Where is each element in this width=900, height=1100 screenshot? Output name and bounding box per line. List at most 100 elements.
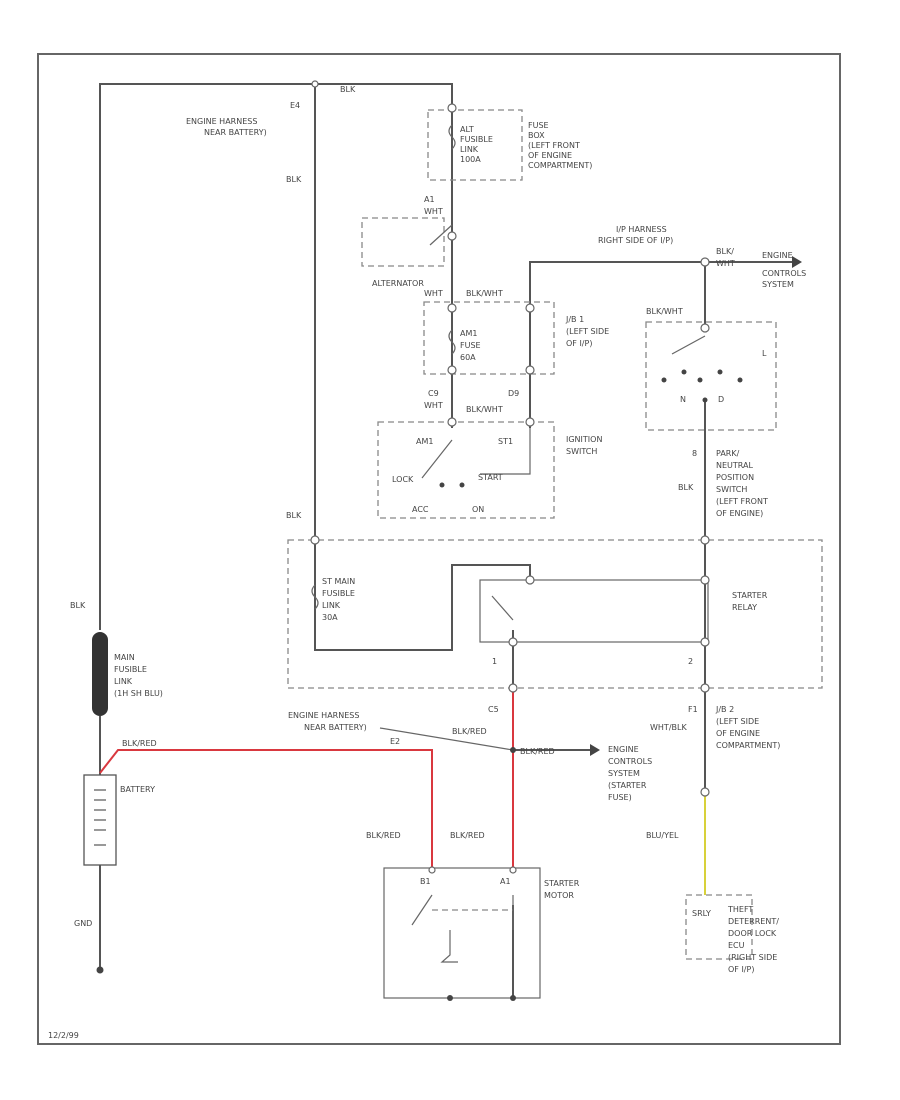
label-pnp-5: (LEFT FRONT — [716, 497, 768, 506]
label-blk-left: BLK — [286, 175, 302, 184]
label-engine-controls-1: ENGINE — [762, 251, 793, 260]
labels: BLK E4 ENGINE HARNESS NEAR BATTERY) BLK … — [48, 85, 806, 1040]
label-am1-1: AM1 — [460, 329, 477, 338]
label-ign-sw-2: SWITCH — [566, 447, 597, 456]
label-pnp-d: D — [718, 395, 724, 404]
label-st-main-4: 30A — [322, 613, 338, 622]
label-pnp-n: N — [680, 395, 686, 404]
label-st1: ST1 — [498, 437, 513, 446]
label-ign-sw-1: IGNITION — [566, 435, 602, 444]
ignition-switch-outline — [377, 421, 555, 519]
arrow-ecs-starter — [590, 744, 600, 756]
label-wht-2: WHT — [424, 289, 443, 298]
label-ecs-starter-1: ENGINE — [608, 745, 639, 754]
label-engine-controls-2: CONTROLS — [762, 269, 806, 278]
label-blk-wht-1: BLK/WHT — [466, 289, 503, 298]
label-lock: LOCK — [392, 475, 414, 484]
label-am1-sw: AM1 — [416, 437, 433, 446]
label-engine-controls-3: SYSTEM — [762, 280, 794, 289]
wire-blk-red-splice — [379, 727, 514, 751]
wire-st1-up — [529, 261, 705, 428]
label-engine-harness-mid-1: ENGINE HARNESS — [288, 711, 359, 720]
label-ecs-starter-5: FUSE) — [608, 793, 632, 802]
label-pin1: 1 — [492, 657, 497, 666]
label-pnp-3: POSITION — [716, 473, 754, 482]
am1-fuse-symbol — [448, 329, 456, 355]
label-d9: D9 — [508, 389, 519, 398]
label-engine-harness-top-1: ENGINE HARNESS — [186, 117, 257, 126]
label-am1-2: FUSE — [460, 341, 481, 350]
alternator-switch-arm — [429, 224, 453, 246]
label-jb2-3: OF ENGINE — [716, 729, 760, 738]
label-engine-harness-top-2: NEAR BATTERY) — [204, 128, 267, 137]
label-jb2-2: (LEFT SIDE — [716, 717, 759, 726]
component-outlines — [287, 109, 823, 999]
label-pnp-4: SWITCH — [716, 485, 747, 494]
label-starter-motor-1: STARTER — [544, 879, 580, 888]
starter-relay-outline — [479, 579, 709, 643]
label-f1: F1 — [688, 705, 698, 714]
label-starter-relay-2: RELAY — [732, 603, 757, 612]
label-blk-red-e: BLK/RED — [450, 831, 485, 840]
label-acc: ACC — [412, 505, 429, 514]
battery-cells — [94, 789, 106, 846]
label-engine-harness-mid-2: NEAR BATTERY) — [304, 723, 367, 732]
label-ecs-starter-3: SYSTEM — [608, 769, 640, 778]
label-jb1-3: OF I/P) — [566, 339, 592, 348]
pnp-switch-arm — [671, 335, 706, 355]
jb1-outline — [423, 301, 555, 375]
label-jb2-4: COMPARTMENT) — [716, 741, 780, 750]
label-fuse-box-3: (LEFT FRONT — [528, 141, 580, 150]
label-fuse-box-5: COMPARTMENT) — [528, 161, 592, 170]
label-c9: C9 — [428, 389, 439, 398]
label-fuse-alt-1: ALT — [460, 125, 474, 134]
label-blk-red-a: BLK/RED — [452, 727, 487, 736]
label-a1: A1 — [424, 195, 435, 204]
label-wht-3: WHT — [424, 401, 443, 410]
label-pnp-pin: 8 — [692, 449, 697, 458]
diagram-frame — [37, 53, 841, 1045]
label-main-fusible-4: (1H SH BLU) — [114, 689, 163, 698]
label-theft-6: OF I/P) — [728, 965, 754, 974]
label-blk-red-c: BLK/RED — [122, 739, 157, 748]
label-st-main-2: FUSIBLE — [322, 589, 355, 598]
label-starter-relay-1: STARTER — [732, 591, 768, 600]
st-main-fuse-symbol — [311, 584, 319, 610]
label-pnp-l: L — [762, 349, 767, 358]
label-main-fusible-3: LINK — [114, 677, 133, 686]
pnp-switch-outline — [645, 321, 777, 431]
label-gnd: GND — [74, 919, 92, 928]
starter-switch-arm — [411, 894, 433, 926]
main-fusible-link — [92, 632, 108, 716]
label-start: START — [478, 473, 503, 482]
label-fuse-box-4: OF ENGINE — [528, 151, 572, 160]
connectors — [96, 80, 710, 1001]
label-theft-2: DETERRENT/ — [728, 917, 779, 926]
label-pnp-2: NEUTRAL — [716, 461, 753, 470]
label-blk-wht-3: BLK/WHT — [466, 405, 503, 414]
ignition-switch-arm — [421, 439, 453, 479]
starter-ground-symbol — [440, 930, 458, 963]
wire-st-main — [314, 540, 531, 651]
label-e2: E2 — [390, 737, 400, 746]
label-blk-mid: BLK — [286, 511, 302, 520]
label-theft-4: ECU — [728, 941, 745, 950]
red-wires — [99, 690, 514, 870]
label-e4: E4 — [290, 101, 300, 110]
label-ecs-starter-2: CONTROLS — [608, 757, 652, 766]
ignition-contacts — [439, 482, 465, 488]
fuse-box-outline — [427, 109, 523, 181]
label-pnp-1: PARK/ — [716, 449, 740, 458]
label-wht-blk: WHT/BLK — [650, 723, 687, 732]
label-wht: WHT — [424, 207, 443, 216]
label-ip-harness-2: RIGHT SIDE OF I/P) — [598, 236, 673, 245]
label-starter-a1: A1 — [500, 877, 511, 886]
relay-switch-arm — [491, 595, 514, 621]
wire-blk-red-battery — [99, 749, 433, 870]
label-fuse-alt-3: LINK — [460, 145, 479, 154]
label-ip-harness-1: I/P HARNESS — [616, 225, 667, 234]
starter-motor-outline — [383, 867, 541, 999]
label-blk-red-b: BLK/RED — [520, 747, 555, 756]
label-pnp-6: OF ENGINE) — [716, 509, 763, 518]
